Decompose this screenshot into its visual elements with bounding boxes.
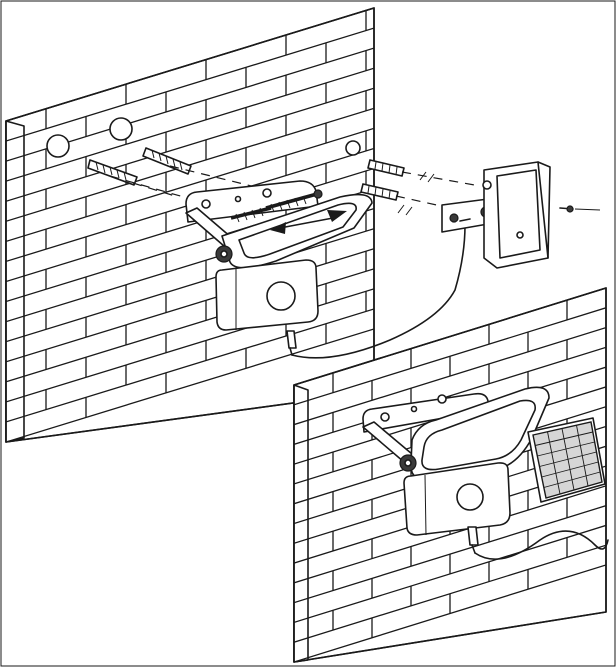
wall-upper-mortar: [6, 8, 374, 442]
flood-light-mounting: [185, 180, 373, 356]
solar-cell-line: [541, 461, 599, 478]
cable-connector: [467, 526, 479, 546]
mortar-line: [6, 228, 374, 343]
drill-holes: [46, 117, 361, 158]
flood-light-assembled: [362, 386, 550, 554]
lamp-lens: [421, 399, 537, 471]
solar-panel-assembled: [527, 417, 606, 503]
wall-plug: [142, 147, 192, 175]
bracket-screw: [449, 213, 459, 223]
motion-sensor-lens: [456, 483, 484, 511]
wall-plugs: [87, 147, 405, 201]
mounting-bracket: [362, 392, 490, 433]
mortar-line: [294, 326, 606, 426]
drill-hole: [46, 134, 70, 158]
solar-cell-line: [539, 451, 597, 467]
drill-hole: [109, 117, 133, 141]
wall-plug: [87, 159, 138, 186]
screw: [265, 189, 323, 213]
mortar-line: [6, 67, 374, 182]
motion-sensor-lens: [266, 281, 296, 311]
lamp-lens: [238, 202, 357, 259]
mortar-line: [6, 328, 374, 442]
mortar-line: [294, 485, 606, 584]
solar-bracket: [441, 198, 489, 233]
arrow-head: [270, 222, 286, 234]
bracket-screw-hole: [234, 195, 242, 203]
arrow-head: [327, 210, 347, 222]
solar-cell-grid: [535, 425, 601, 495]
wall-plug: [360, 183, 399, 201]
brick-wall-upper: [5, 7, 375, 443]
screw: [230, 206, 272, 223]
solar-cell-line: [537, 441, 595, 457]
cable-connector: [286, 330, 297, 349]
cable: [291, 224, 466, 359]
alignment-lines: [109, 165, 601, 216]
bracket-screw-hole: [262, 188, 272, 198]
cable: [474, 530, 609, 560]
solar-cell-line: [535, 431, 593, 446]
solar-cell-line: [543, 471, 601, 488]
mortar-line: [6, 27, 374, 142]
arrow-line: [279, 217, 334, 229]
mortar-line: [294, 564, 606, 662]
mortar-line: [6, 87, 374, 202]
drill-hole: [345, 140, 361, 156]
screw: [566, 205, 574, 213]
solar-panel-mount: [441, 161, 574, 269]
bracket-screw-hole: [201, 199, 211, 209]
mortar-line: [294, 524, 606, 624]
mortar-line: [6, 308, 374, 423]
mortar-line: [6, 127, 374, 242]
wall-plug: [367, 159, 405, 177]
